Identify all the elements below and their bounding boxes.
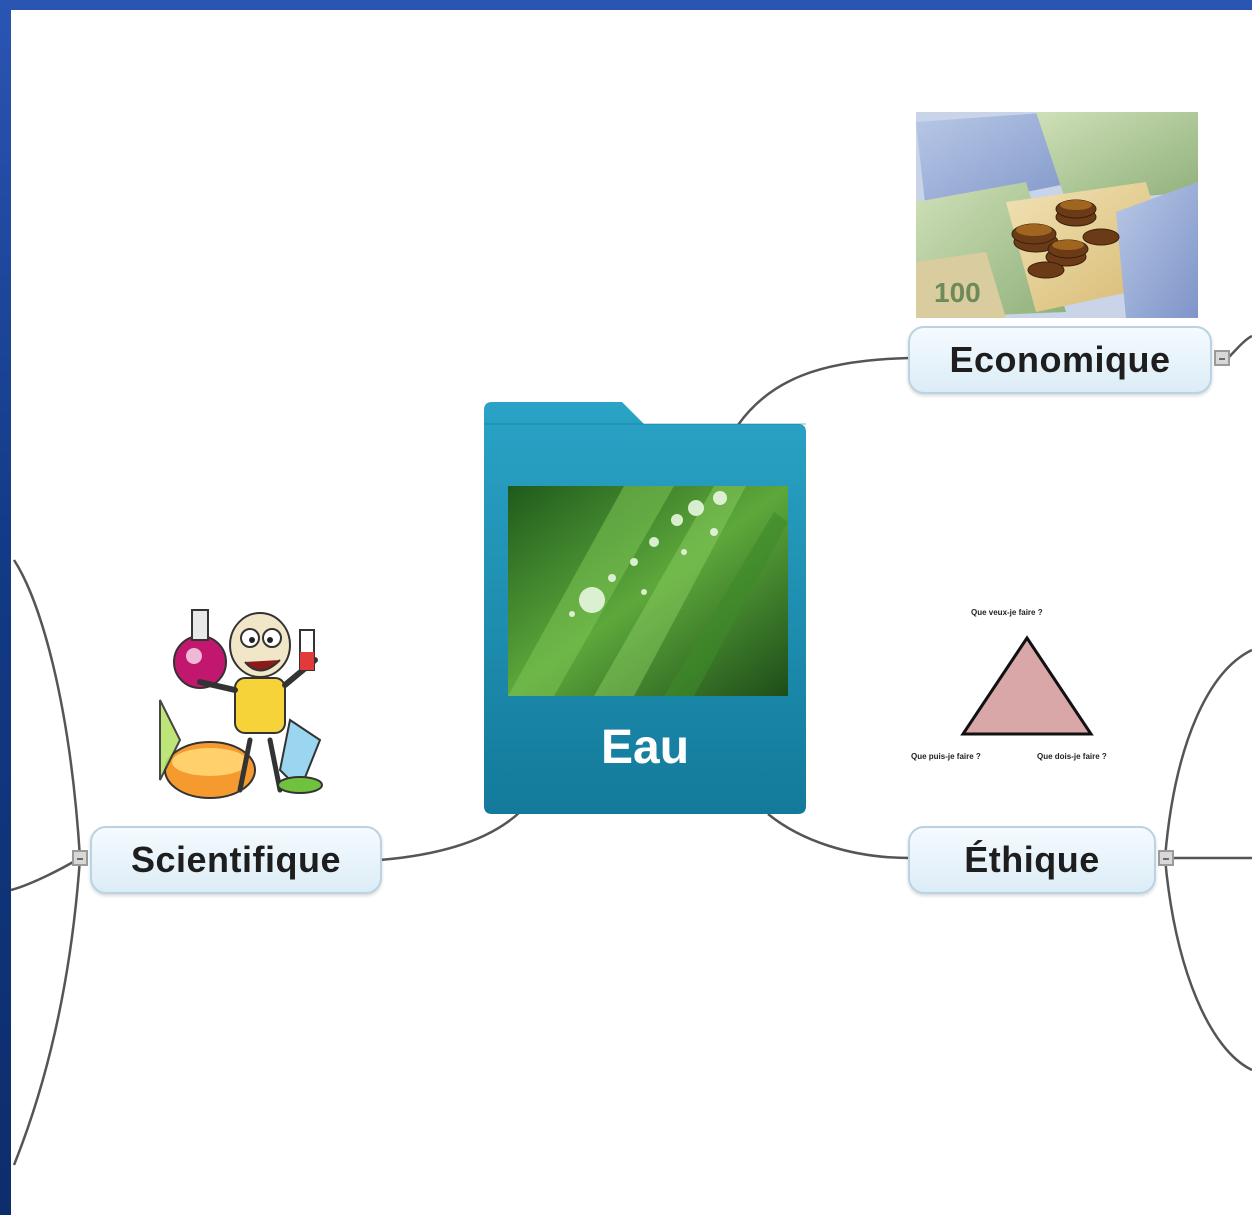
ethics-triangle-diagram: Que veux-je faire ? Que puis-je faire ? … <box>905 600 1155 770</box>
svg-text:100: 100 <box>934 277 981 308</box>
connector-ethique <box>767 813 911 860</box>
connector-economique <box>736 356 911 426</box>
ethics-caption-top: Que veux-je faire ? <box>971 608 1043 617</box>
connector-left-branch <box>10 856 81 892</box>
topic-economique-label: Economique <box>949 339 1171 380</box>
central-topic-label: Eau <box>600 721 690 774</box>
connector-right-branch <box>1227 334 1252 359</box>
connector-left-branch <box>12 857 82 1166</box>
topic-ethique-label: Éthique <box>964 839 1100 880</box>
topic-scientifique[interactable]: Scientifique <box>90 826 382 894</box>
topic-economique[interactable]: Economique <box>908 326 1212 394</box>
connector-left-branch <box>12 559 82 859</box>
collapse-toggle-icon[interactable] <box>1158 850 1174 866</box>
central-topic-node[interactable] <box>484 402 806 814</box>
topic-scientifique-label: Scientifique <box>130 839 342 880</box>
connector-right-branch <box>1163 648 1252 859</box>
money-image: 100 <box>916 112 1198 318</box>
water-drops-leaf-image <box>508 486 788 696</box>
scientist-cartoon-image <box>140 590 330 805</box>
connector-scientifique <box>379 811 521 862</box>
collapse-toggle-icon[interactable] <box>1214 350 1230 366</box>
topic-ethique[interactable]: Éthique <box>908 826 1156 894</box>
connector-right-branch <box>1163 857 1252 1072</box>
ethics-caption-left: Que puis-je faire ? <box>911 752 981 761</box>
ethics-triangle-shape <box>960 635 1094 736</box>
ethics-caption-right: Que dois-je faire ? <box>1037 752 1107 761</box>
collapse-toggle-icon[interactable] <box>72 850 88 866</box>
